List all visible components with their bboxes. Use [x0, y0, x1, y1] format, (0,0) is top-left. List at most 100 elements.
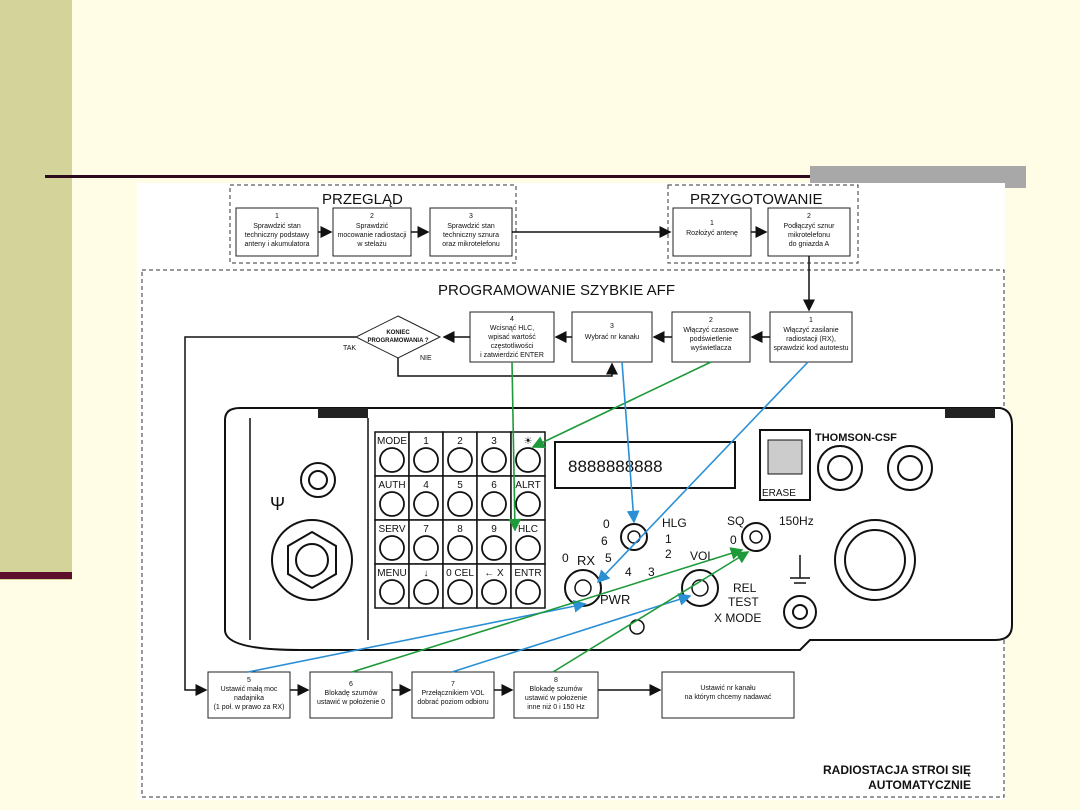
svg-text:ustawić w położenie 0: ustawić w położenie 0 — [317, 699, 385, 706]
svg-text:7: 7 — [451, 681, 455, 688]
svg-text:3: 3 — [648, 565, 655, 579]
lcd-display: 8888888888 — [554, 441, 736, 489]
keypad-key[interactable]: ALRT — [510, 475, 546, 521]
svg-text:5: 5 — [247, 677, 251, 684]
svg-text:4: 4 — [625, 565, 632, 579]
przeglad-step-2: 2 Sprawdzić mocowanie radiostacji w stel… — [332, 207, 412, 257]
svg-text:wpisać wartość: wpisać wartość — [487, 334, 536, 341]
squelch-knob[interactable]: SQ 0 150Hz — [727, 514, 814, 552]
svg-text:anteny i akumulatora: anteny i akumulatora — [245, 241, 310, 248]
svg-text:0: 0 — [562, 551, 569, 565]
keypad-key-label: ↓ — [424, 568, 429, 579]
svg-text:Wcisnąć HLC,: Wcisnąć HLC, — [490, 325, 534, 332]
svg-text:dobrać poziom odbioru: dobrać poziom odbioru — [417, 699, 488, 706]
svg-text:ERASE: ERASE — [762, 488, 796, 499]
keypad-key[interactable]: 3 — [476, 431, 512, 477]
svg-text:wyświetlacza: wyświetlacza — [690, 345, 732, 352]
keypad-key-label: 1 — [423, 436, 429, 447]
svg-text:2: 2 — [665, 547, 672, 561]
svg-text:sprawdzić kod autotestu: sprawdzić kod autotestu — [773, 345, 848, 352]
keypad-key[interactable]: 1 — [408, 431, 444, 477]
svg-text:2: 2 — [370, 213, 374, 220]
keypad-key-label: 2 — [457, 436, 463, 447]
svg-text:do gniazda A: do gniazda A — [789, 241, 830, 248]
keypad-key-label: 9 — [491, 524, 497, 535]
svg-text:3: 3 — [469, 213, 473, 220]
link-step1-rx — [596, 361, 809, 584]
keypad-key[interactable]: 7 — [408, 519, 444, 565]
svg-text:(1 poł. w prawo za RX): (1 poł. w prawo za RX) — [214, 704, 285, 711]
svg-text:Sprawdzić stan: Sprawdzić stan — [253, 223, 301, 230]
svg-text:6: 6 — [349, 681, 353, 688]
svg-text:Ustawić nr kanału: Ustawić nr kanału — [700, 685, 755, 692]
keypad-key[interactable]: ENTR — [510, 563, 546, 609]
svg-text:częstotliwości: częstotliwości — [491, 343, 534, 350]
prog-step-4: 4 Wcisnąć HLC, wpisać wartość częstotliw… — [469, 311, 555, 363]
svg-text:Blokadę szumów: Blokadę szumów — [325, 690, 379, 697]
keypad-key[interactable]: ☀ — [510, 431, 546, 477]
svg-text:0: 0 — [730, 533, 737, 547]
svg-text:Rozłożyć antenę: Rozłożyć antenę — [686, 230, 738, 237]
svg-text:5: 5 — [605, 551, 612, 565]
keypad-key[interactable]: 5 — [442, 475, 478, 521]
svg-text:2: 2 — [709, 317, 713, 324]
small-screw — [629, 619, 645, 635]
keypad-key[interactable]: ← X — [476, 563, 512, 609]
decision-no: NIE — [420, 355, 432, 362]
hlg-knob[interactable]: 0 6 5 4 3 2 1 HLG — [601, 516, 687, 579]
svg-text:SQ: SQ — [727, 514, 744, 528]
svg-text:1: 1 — [275, 213, 279, 220]
keypad-key[interactable]: MODE — [374, 431, 410, 477]
decision-yes: TAK — [343, 345, 356, 352]
svg-text:3: 3 — [610, 323, 614, 330]
svg-text:HLG: HLG — [662, 516, 687, 530]
przygotowanie-step-2: 2 Podłączyć sznur mikrotelefonu do gniaz… — [767, 207, 851, 257]
keypad-key[interactable]: 4 — [408, 475, 444, 521]
keypad-key-label: 0 CEL — [446, 568, 474, 579]
svg-text:Przełącznikiem VOL: Przełącznikiem VOL — [421, 690, 484, 697]
keypad-key[interactable]: HLC — [510, 519, 546, 565]
svg-text:1: 1 — [809, 317, 813, 324]
svg-text:8: 8 — [554, 677, 558, 684]
svg-text:4: 4 — [510, 316, 514, 323]
svg-text:oraz mikrotelefonu: oraz mikrotelefonu — [442, 241, 500, 248]
svg-text:Podłączyć sznur: Podłączyć sznur — [784, 223, 836, 230]
keypad-key-label: 6 — [491, 480, 497, 491]
svg-text:TEST: TEST — [728, 595, 759, 609]
keypad-key[interactable]: 9 — [476, 519, 512, 565]
keypad-key[interactable]: 6 — [476, 475, 512, 521]
keypad-key-label: MODE — [377, 436, 407, 447]
decision-diamond: KONIEC PROGRAMOWANIA ? — [354, 315, 442, 359]
keypad-key-label: ← X — [484, 568, 504, 579]
svg-text:Ustawić małą moc: Ustawić małą moc — [221, 686, 278, 693]
keypad-key[interactable]: SERV — [374, 519, 410, 565]
left-sidebar — [0, 0, 72, 580]
keypad-key[interactable]: 2 — [442, 431, 478, 477]
svg-text:podświetlenie: podświetlenie — [690, 336, 733, 343]
keypad-key[interactable]: AUTH — [374, 475, 410, 521]
svg-text:PWR: PWR — [600, 592, 630, 607]
keypad-key[interactable]: 0 CEL — [442, 563, 478, 609]
svg-text:1: 1 — [710, 220, 714, 227]
przygotowanie-title: PRZYGOTOWANIE — [690, 191, 823, 208]
keypad-key-label: 7 — [423, 524, 429, 535]
svg-text:Włączyć czasowe: Włączyć czasowe — [683, 327, 738, 334]
svg-text:VOL: VOL — [690, 549, 714, 563]
svg-text:REL: REL — [733, 581, 757, 595]
svg-text:0: 0 — [603, 517, 610, 531]
link-step3-hlg — [621, 361, 640, 524]
keypad-key-label: ALRT — [515, 480, 540, 491]
keypad-key[interactable]: MENU — [374, 563, 410, 609]
svg-text:Sprawdzić: Sprawdzić — [356, 223, 389, 230]
prog-step-2: 2 Włączyć czasowe podświetlenie wyświetl… — [671, 311, 751, 363]
keypad-key[interactable]: 8 — [442, 519, 478, 565]
prog-step-3: 3 Wybrać nr kanału — [571, 311, 653, 363]
brand-logo: THOMSON-CSF — [815, 432, 897, 444]
svg-text:150Hz: 150Hz — [779, 514, 814, 528]
keypad-key[interactable]: ↓ — [408, 563, 444, 609]
link-step6-sq — [351, 547, 744, 673]
